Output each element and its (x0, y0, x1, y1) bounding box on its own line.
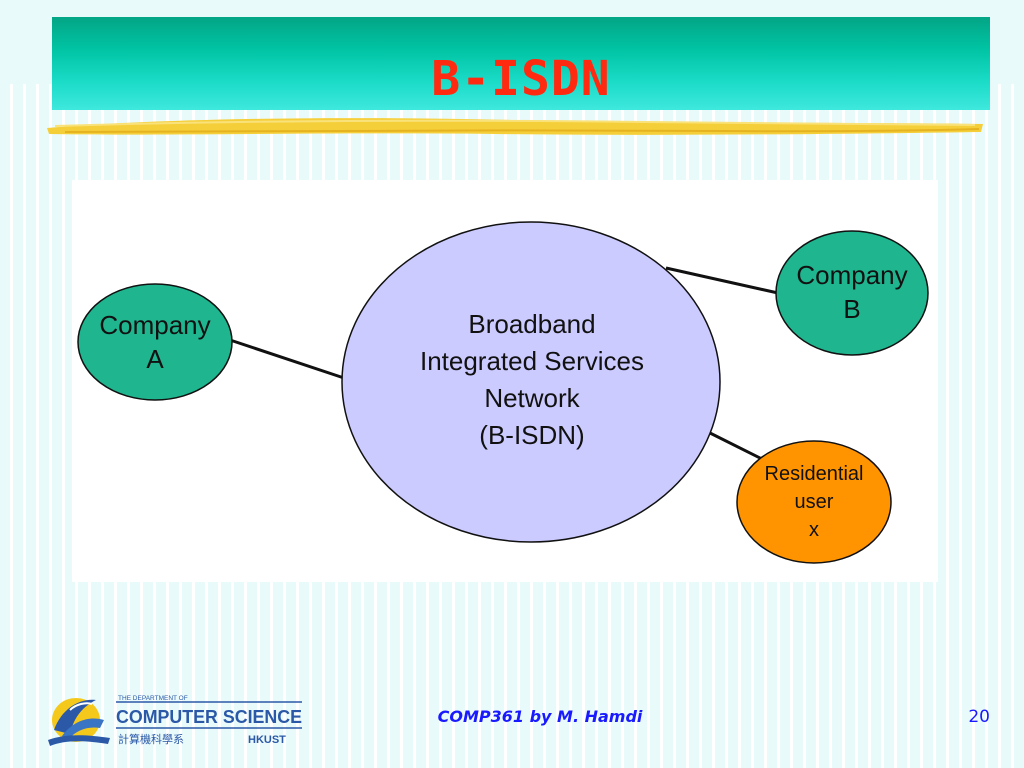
node-company-b-label: Company B (796, 260, 908, 324)
node-residential-user-shape (736, 440, 892, 564)
node-company-b-shape (775, 230, 929, 356)
node-company-a-shape (77, 283, 233, 401)
logo-chinese-line: 計算機科學系 (118, 732, 184, 746)
footer-credit: COMP361 by M. Hamdi (437, 707, 643, 726)
logo-name-line: COMPUTER SCIENCE (116, 707, 302, 727)
node-company-a-label: Company A (99, 310, 211, 374)
department-logo: THE DEPARTMENT OF COMPUTER SCIENCE 計算機科學… (48, 695, 302, 746)
title-bar: B-ISDN (52, 17, 990, 110)
title-divider-brushstroke (47, 118, 983, 135)
edge-bisdn-to-company-b (665, 266, 779, 295)
slide-title: B-ISDN (431, 51, 611, 107)
slide-number: 20 (968, 707, 990, 727)
logo-top-line: THE DEPARTMENT OF (118, 695, 188, 702)
logo-emblem-icon (48, 698, 110, 746)
edge-bisdn-to-residential-user (707, 430, 765, 462)
edge-company-a-to-bisdn (229, 338, 345, 380)
node-residential-user-label: Residential user x (764, 463, 864, 541)
logo-school: HKUST (248, 734, 286, 746)
node-bisdn-shape (341, 221, 721, 543)
node-bisdn-label: Broadband Integrated Services Network (B… (419, 309, 644, 450)
